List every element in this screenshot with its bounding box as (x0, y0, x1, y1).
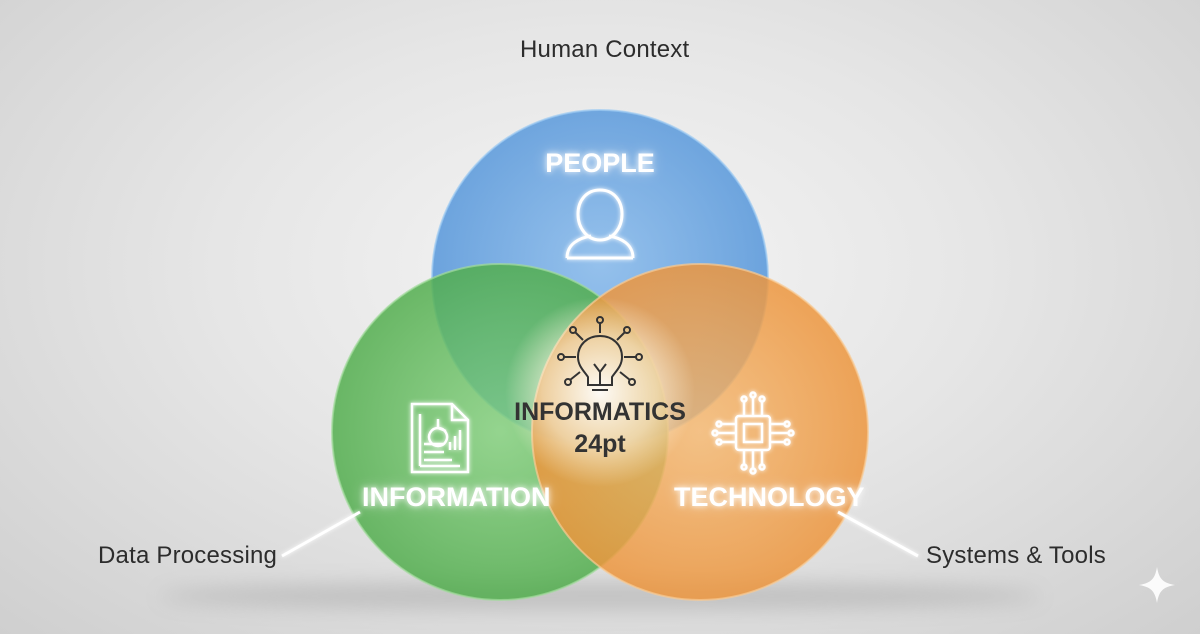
person-icon (565, 188, 635, 260)
document-chart-icon (410, 402, 470, 474)
technology-title: TECHNOLOGY (674, 482, 865, 512)
right-callout-line (837, 510, 919, 558)
chip-icon (711, 391, 795, 475)
ground-shadow (160, 582, 1040, 610)
center-title: INFORMATICS (514, 398, 686, 426)
left-callout-label: Data Processing (98, 542, 278, 569)
center-subtitle: 24pt (574, 430, 626, 458)
lightbulb-icon (557, 316, 643, 391)
sparkle-icon (1139, 567, 1175, 603)
left-callout-line (281, 510, 361, 558)
people-title: PEOPLE (545, 148, 655, 178)
center-glow (505, 297, 695, 487)
right-callout-label: Systems & Tools (926, 542, 1106, 569)
top-callout-label: Human Context (520, 36, 690, 63)
information-title: INFORMATION (362, 482, 551, 512)
